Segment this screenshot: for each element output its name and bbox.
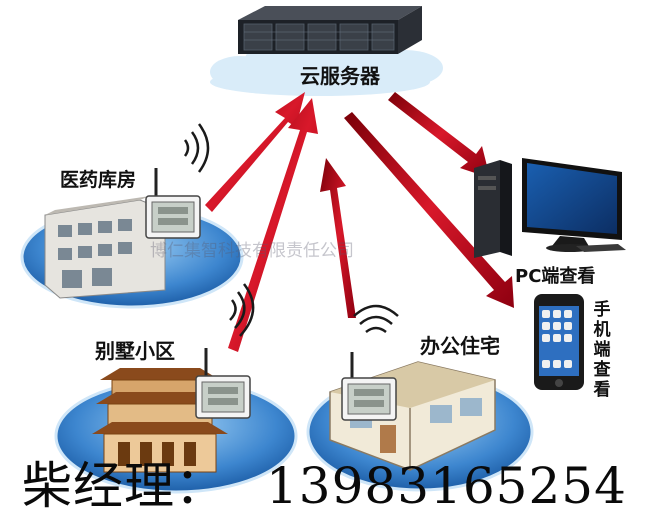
arrow-villa-to-cloud [228, 98, 318, 352]
contact-line: 柴经理： 13983165254 [22, 446, 627, 518]
company-watermark: 博仁集智科技有限责任公司 [150, 241, 354, 261]
cloud-server-label: 云服务器 [300, 64, 380, 88]
villa-community-label: 别墅小区 [95, 339, 175, 363]
contact-phone: 13983165254 [266, 457, 627, 515]
arrow-pharma-to-cloud [205, 92, 305, 212]
contact-name: 柴经理： [22, 457, 226, 515]
pc-view-label: PC端查看 [515, 266, 596, 287]
thermo-hygrometer-icon [145, 168, 201, 239]
mobile-view-label: 手机端查看 [593, 300, 611, 400]
arrow-office-to-cloud [320, 158, 356, 318]
pharma-warehouse-label: 医药库房 [60, 169, 137, 191]
thermo-hygrometer-icon-villa [195, 348, 251, 419]
data-flow-arrows [205, 92, 514, 352]
building-icon [44, 196, 166, 299]
desktop-pc-icon [474, 158, 626, 258]
wifi-signal-icon [183, 123, 399, 337]
pagoda-villa-icon [92, 368, 228, 473]
arrow-cloud-to-mobile [344, 112, 514, 308]
office-residence-label: 办公住宅 [420, 334, 500, 358]
smartphone-icon [534, 294, 584, 390]
thermo-hygrometer-icon-office [341, 352, 397, 421]
server-rack-icon [238, 6, 422, 54]
arrow-cloud-to-pc [388, 92, 490, 178]
